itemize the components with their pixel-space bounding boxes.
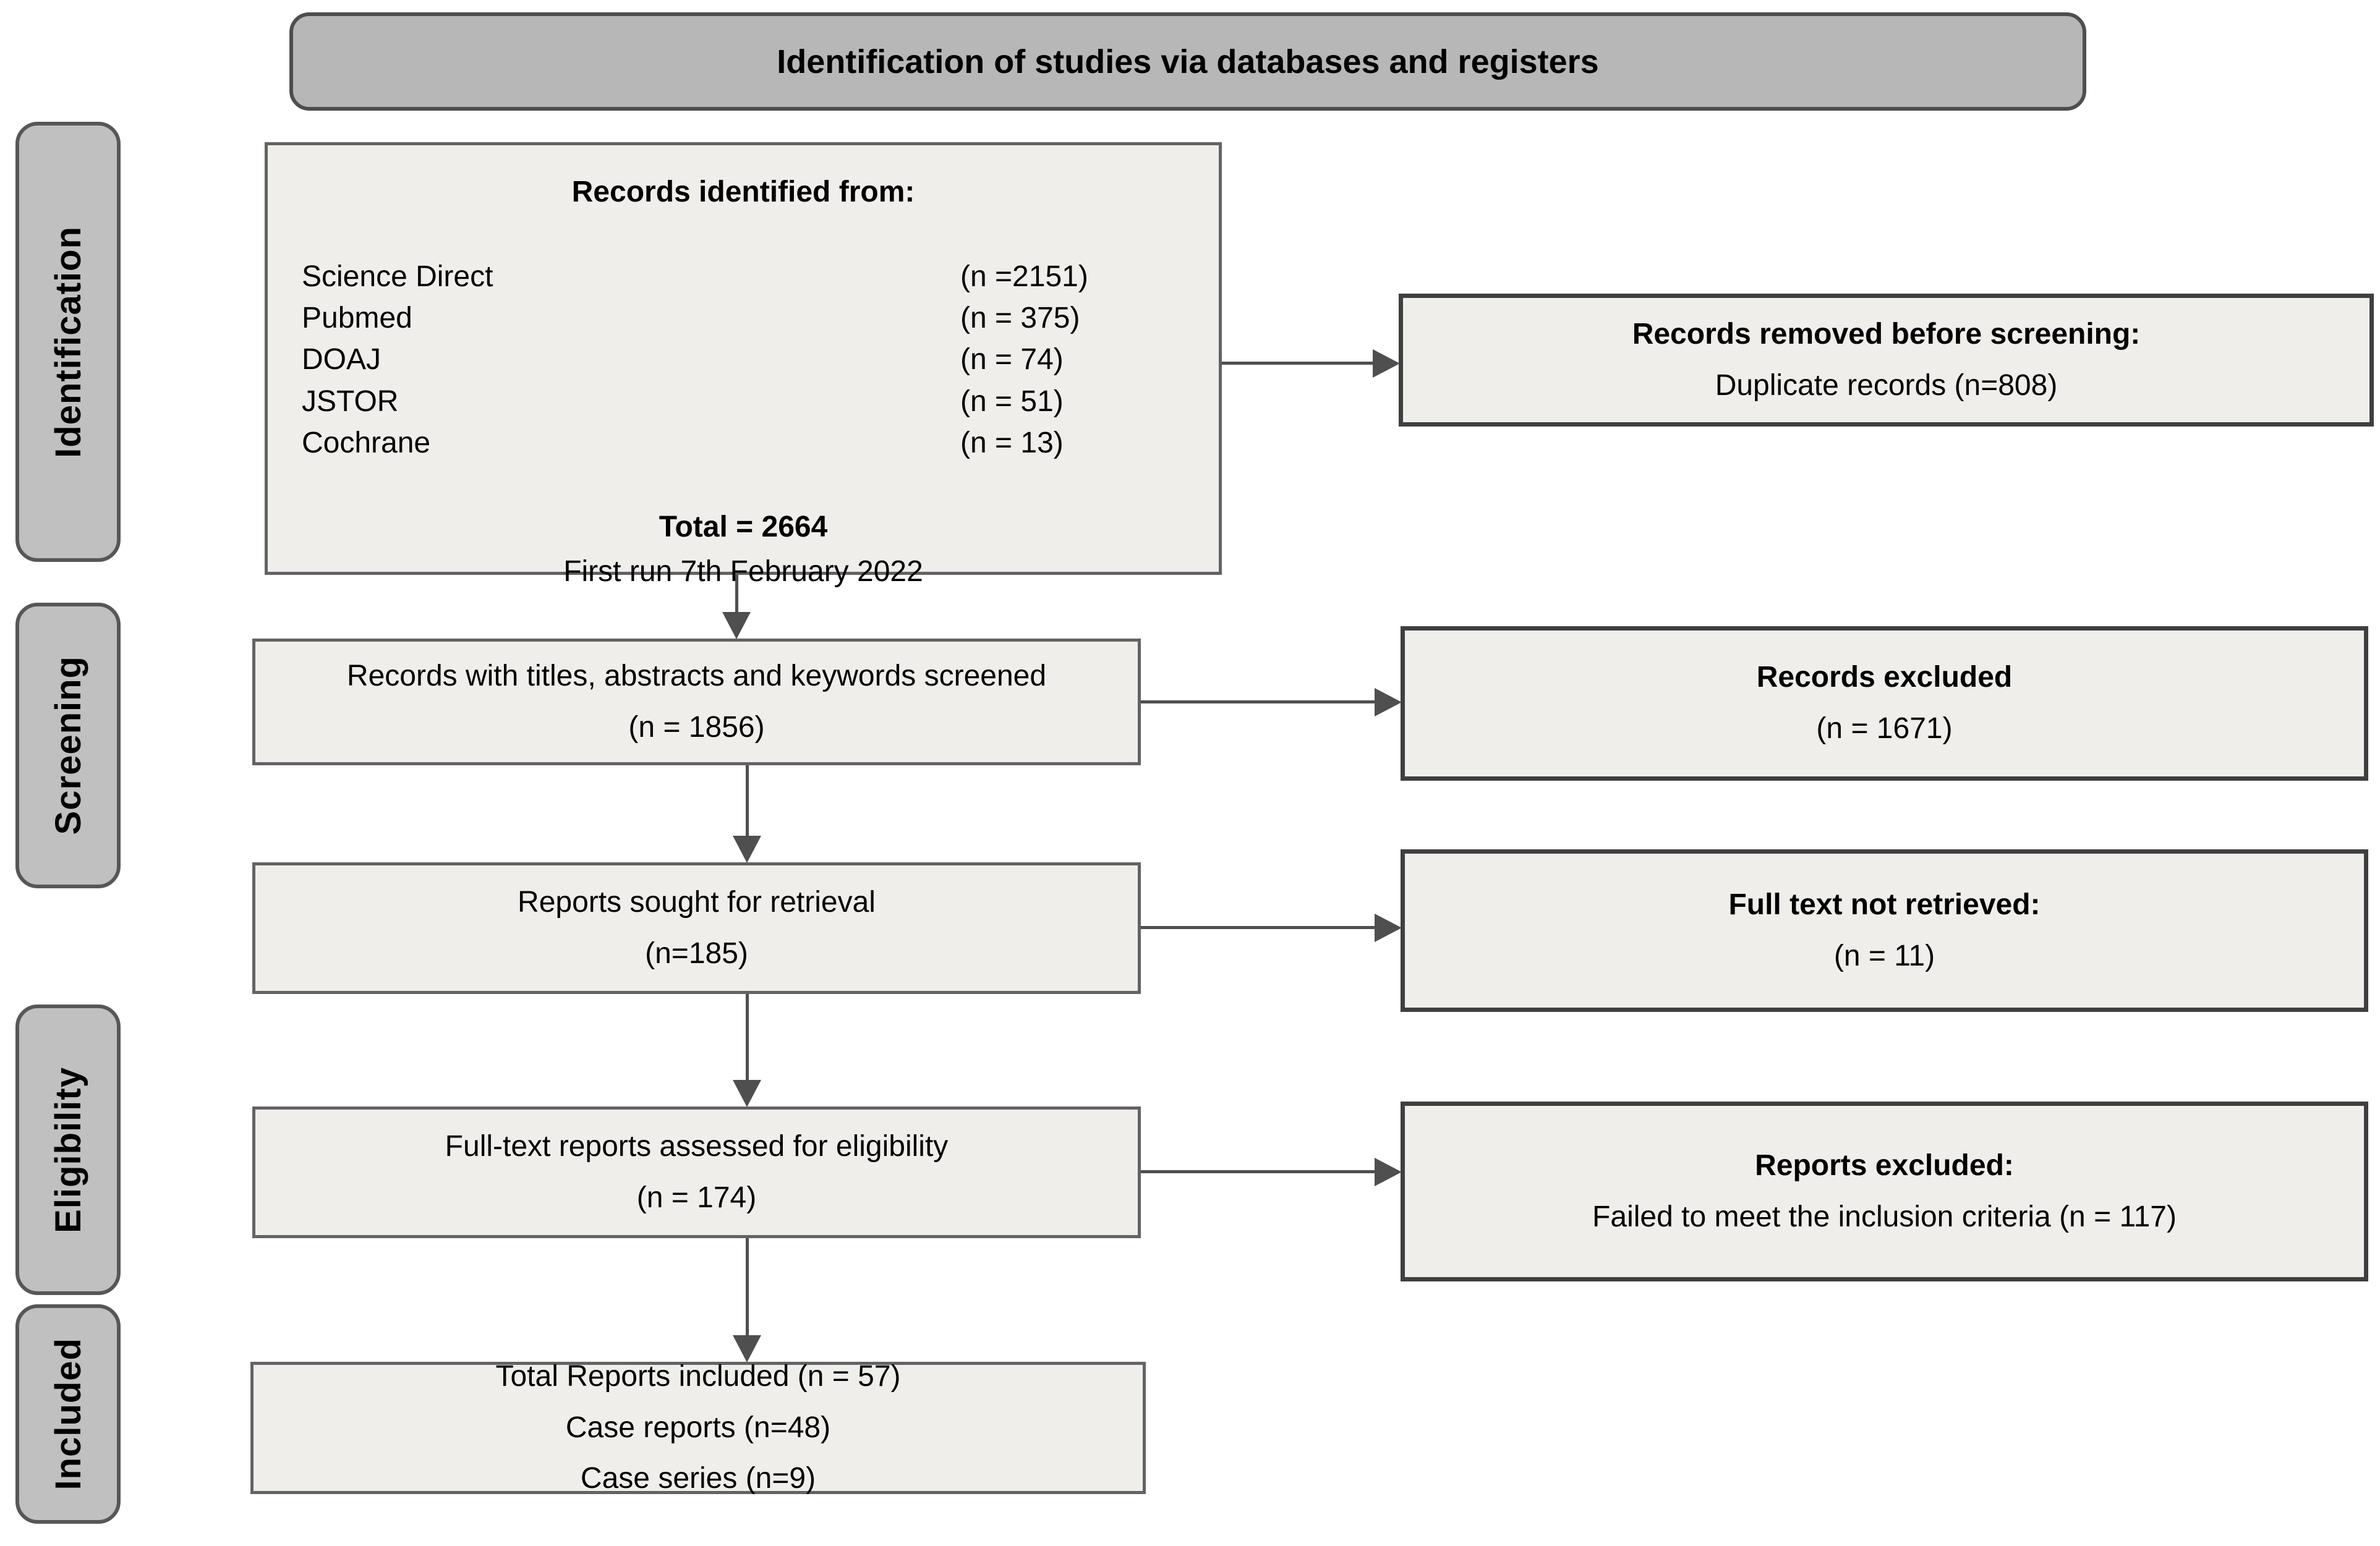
not-retrieved-count: (n = 11) — [1833, 939, 1935, 972]
included-case-series: Case series (n=9) — [580, 1462, 816, 1495]
included-case-reports: Case reports (n=48) — [565, 1411, 831, 1444]
box-reports-excluded: Reports excluded: Failed to meet the inc… — [1401, 1102, 2368, 1281]
source-count: (n = 51) — [960, 384, 1064, 418]
box-reports-sought: Reports sought for retrieval (n=185) — [252, 862, 1141, 994]
records-excluded-count: (n = 1671) — [1816, 712, 1953, 745]
not-retrieved-heading: Full text not retrieved: — [1728, 888, 2041, 921]
source-name: Cochrane — [302, 426, 431, 459]
included-total: Total Reports included (n = 57) — [495, 1360, 901, 1393]
reports-excluded-heading: Reports excluded: — [1755, 1149, 2014, 1182]
sought-text: Reports sought for retrieval — [518, 885, 876, 919]
reports-excluded-detail: Failed to meet the inclusion criteria (n… — [1592, 1200, 2177, 1233]
stage-label-text: Screening — [48, 656, 88, 835]
source-count: (n = 13) — [960, 426, 1064, 459]
diagram-title-banner: Identification of studies via databases … — [289, 12, 2086, 111]
source-name: DOAJ — [302, 343, 382, 376]
source-row: JSTOR (n = 51) — [302, 381, 1185, 422]
box-full-text-not-retrieved: Full text not retrieved: (n = 11) — [1401, 849, 2368, 1012]
stage-label-screening: Screening — [15, 603, 121, 888]
box-records-removed: Records removed before screening: Duplic… — [1399, 294, 2374, 427]
source-count: (n =2151) — [960, 260, 1088, 293]
source-name: Pubmed — [302, 302, 412, 335]
stage-label-included: Included — [15, 1304, 121, 1524]
first-run-note: First run 7th February 2022 — [563, 555, 923, 588]
source-row: Pubmed (n = 375) — [302, 297, 1185, 339]
stage-label-text: Identification — [48, 226, 88, 458]
stage-label-text: Included — [48, 1338, 88, 1490]
screened-text: Records with titles, abstracts and keywo… — [346, 659, 1047, 692]
removed-detail: Duplicate records (n=808) — [1715, 368, 2058, 402]
assessed-count: (n = 174) — [636, 1181, 757, 1214]
box-reports-assessed: Full-text reports assessed for eligibili… — [252, 1106, 1141, 1238]
source-count: (n = 74) — [960, 343, 1064, 376]
source-row: Science Direct (n =2151) — [302, 256, 1185, 297]
source-row: Cochrane (n = 13) — [302, 422, 1185, 464]
source-name: Science Direct — [302, 260, 493, 293]
source-row: DOAJ (n = 74) — [302, 339, 1185, 380]
screened-count: (n = 1856) — [628, 710, 765, 744]
box-records-screened: Records with titles, abstracts and keywo… — [252, 639, 1141, 765]
stage-label-identification: Identification — [15, 122, 121, 562]
stage-label-eligibility: Eligibility — [15, 1004, 121, 1295]
sought-count: (n=185) — [645, 937, 748, 970]
source-count: (n = 375) — [960, 302, 1080, 335]
box-records-excluded: Records excluded (n = 1671) — [1401, 626, 2368, 781]
assessed-text: Full-text reports assessed for eligibili… — [445, 1129, 949, 1163]
diagram-title: Identification of studies via databases … — [777, 43, 1599, 80]
records-identified-heading: Records identified from: — [571, 176, 915, 208]
box-reports-included: Total Reports included (n = 57) Case rep… — [250, 1360, 1146, 1495]
source-name: JSTOR — [302, 384, 399, 418]
stage-label-text: Eligibility — [48, 1066, 88, 1233]
records-total: Total = 2664 — [659, 510, 828, 543]
box-records-identified: Records identified from: Science Direct … — [265, 142, 1222, 588]
removed-heading: Records removed before screening: — [1632, 317, 2141, 350]
records-excluded-heading: Records excluded — [1756, 661, 2013, 694]
